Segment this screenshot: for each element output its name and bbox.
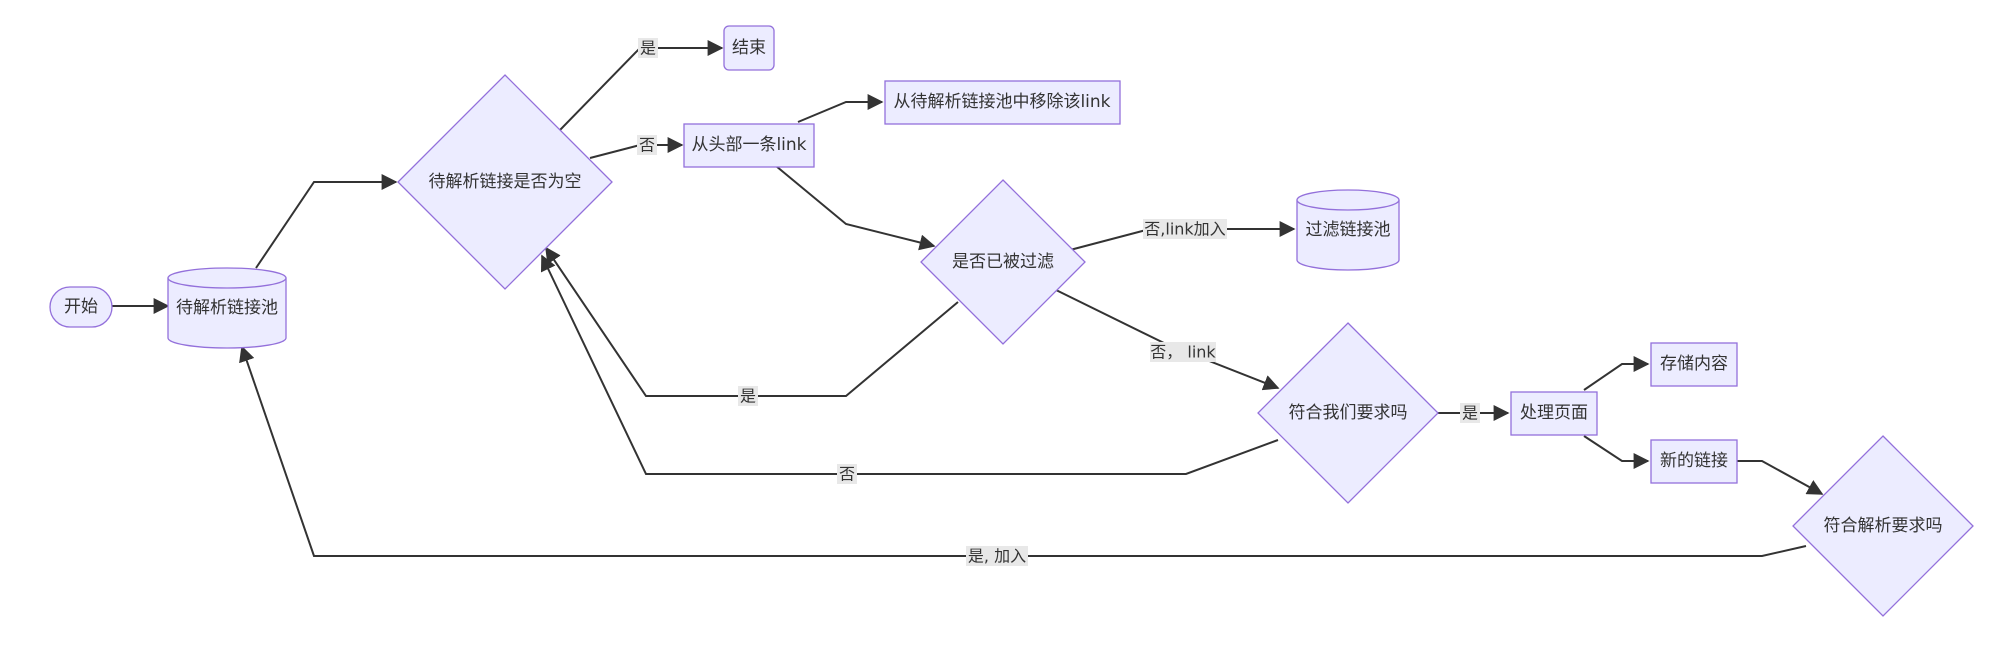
edge-filtered-yes-back [545,246,959,397]
node-process-label: 处理页面 [1520,403,1588,423]
node-is-empty-label: 待解析链接是否为空 [429,172,582,192]
node-remove: 从待解析链接池中移除该link [884,80,1121,125]
edge-label-req-yes-text: 是 [1462,404,1478,423]
edge-label-filtered-no-link: 否， link [1150,342,1216,362]
node-start: 开始 [49,286,113,328]
edge-new-link-to-parse-req [1732,460,1824,495]
node-filter-pool-label: 过滤链接池 [1306,220,1391,240]
edge-process-to-new-link [1583,435,1650,469]
edge-label-filtered-no-link-text: 否， link [1150,343,1216,362]
edge-filtered-no-link-to-meets-req [1055,289,1280,391]
node-start-label: 开始 [64,297,98,317]
node-end-label: 结束 [732,38,766,58]
edge-take-head-to-remove [797,94,884,123]
edge-label-req-yes: 是 [1460,403,1480,423]
node-store-label: 存储内容 [1660,354,1728,374]
edge-label-req-no: 否 [837,464,857,484]
edge-parse-req-yes-back-to-pool [239,345,1807,557]
node-meets-req: 符合我们要求吗 [1257,322,1439,504]
edge-is-empty-no-to-take-head [589,137,684,159]
edge-label-empty-no: 否 [637,135,657,155]
edge-label-empty-no-text: 否 [639,136,655,155]
edge-label-req-no-text: 否 [839,465,855,484]
edge-label-filtered-no-add: 否,link加入 [1143,219,1227,239]
node-pool: 待解析链接池 [167,267,287,349]
node-filter-pool: 过滤链接池 [1296,189,1400,271]
node-new-link-label: 新的链接 [1660,451,1728,471]
edge-meets-req-no-back [540,254,1279,475]
edge-label-filtered-no-add-text: 否,link加入 [1144,220,1225,239]
node-filtered: 是否已被过滤 [920,179,1086,345]
node-pool-label: 待解析链接池 [176,298,278,318]
node-is-empty: 待解析链接是否为空 [397,74,613,290]
node-remove-label: 从待解析链接池中移除该link [893,92,1110,112]
node-new-link: 新的链接 [1650,439,1738,484]
edge-label-empty-yes-text: 是 [640,39,656,58]
node-filtered-label: 是否已被过滤 [952,252,1054,272]
edge-label-filtered-yes-text: 是 [740,387,756,406]
edge-is-empty-yes-to-end [559,40,724,131]
edge-label-parse-yes-add: 是, 加入 [966,546,1028,566]
edge-process-to-store [1583,356,1650,391]
edge-labels: 是 否 否,link加入 否， link 是 是 否 是, 加入 [637,38,1480,566]
node-parse-req: 符合解析要求吗 [1792,435,1974,617]
node-parse-req-label: 符合解析要求吗 [1824,516,1943,536]
edge-label-parse-yes-add-text: 是, 加入 [968,547,1026,566]
node-end: 结束 [723,25,775,71]
edge-label-filtered-yes: 是 [738,386,758,406]
node-meets-req-label: 符合我们要求吗 [1289,403,1408,423]
node-take-head-label: 从头部一条link [691,135,806,155]
edge-label-empty-yes: 是 [638,38,658,58]
node-take-head: 从头部一条link [683,123,815,168]
node-store: 存储内容 [1650,342,1738,387]
edge-pool-to-is-empty [255,174,398,269]
nodes: 开始 待解析链接池 待解析链接是否为空 结束 从头部一条link 从待解析链接池… [49,25,1974,617]
edge-take-head-to-filtered [775,165,936,251]
node-process: 处理页面 [1510,391,1598,436]
